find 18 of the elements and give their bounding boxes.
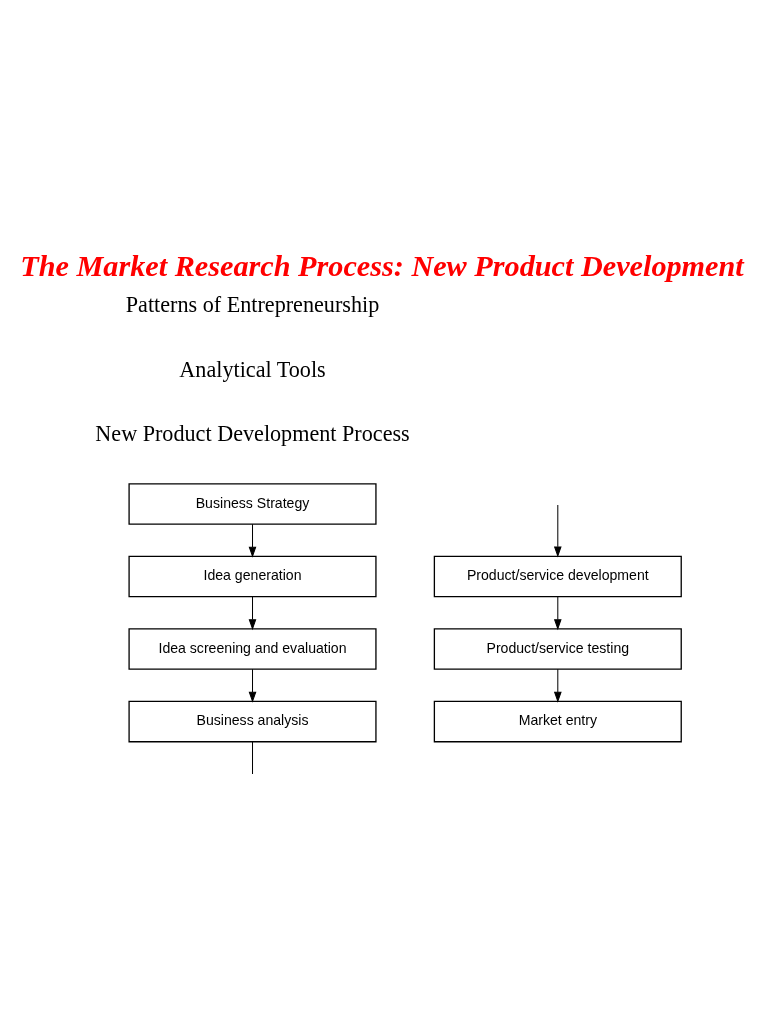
arrow	[553, 668, 562, 703]
arrow	[248, 523, 257, 558]
node-box: Product/service testing	[433, 628, 682, 670]
node-box: Idea generation	[128, 555, 377, 598]
arrow	[248, 668, 257, 703]
node-box: Product/service development	[433, 555, 682, 598]
arrow	[553, 504, 562, 558]
arrow	[248, 596, 257, 631]
node-box: Business analysis	[128, 700, 377, 743]
label: Analytical Tools	[179, 356, 326, 382]
connector	[252, 741, 254, 775]
arrow	[553, 596, 562, 631]
node-box: Market entry	[433, 700, 682, 743]
node-box: Business Strategy	[128, 483, 377, 525]
label: Patterns of Entrepreneurship	[125, 292, 380, 318]
node-box: Idea screening and evaluation	[128, 628, 377, 670]
label: New Product Development Process	[95, 421, 410, 447]
diagram-title: The Market Research Process: New Product Development	[20, 249, 744, 284]
